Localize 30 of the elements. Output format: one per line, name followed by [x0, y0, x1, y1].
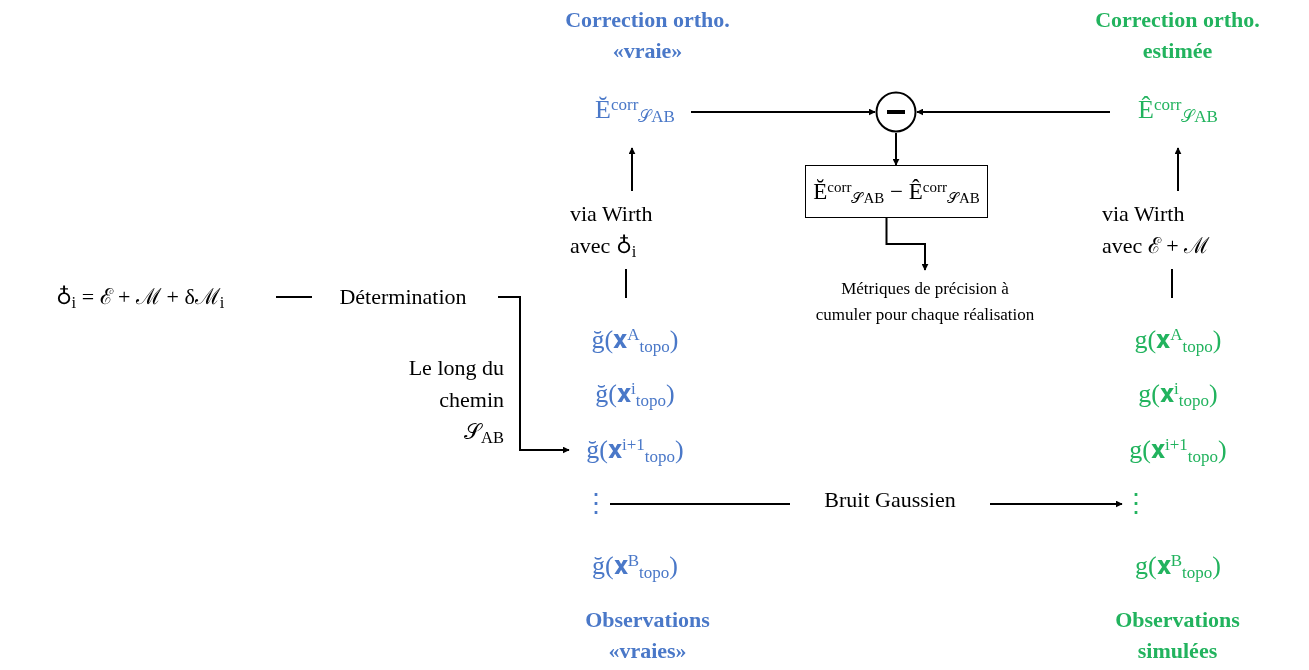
arrow [892, 132, 900, 166]
step-text: via Wirth avec ℰ + ℳ [1102, 197, 1242, 263]
minus-operator-circle [875, 91, 917, 133]
arrow [885, 217, 929, 271]
formula: g(𝐱$^{i}$$_{topo}$) [1118, 372, 1238, 416]
arrow [690, 108, 876, 116]
formula: g(𝐱$^{A}$$_{topo}$) [1118, 318, 1238, 362]
arrow [628, 147, 636, 192]
arrow [916, 108, 1111, 116]
column-heading: Correction ortho. «vraie» [564, 6, 731, 65]
formula: ğ(𝐱$^{A}$$_{topo}$) [575, 318, 695, 362]
vertical-ellipsis: ⋮ [584, 484, 608, 524]
column-heading: Correction ortho. estimée [1094, 6, 1261, 65]
formula: ğ(𝐱$^{B}$$_{topo}$) [575, 542, 695, 590]
column-heading: Observations simulées [1114, 606, 1241, 665]
formula: ğ(𝐱$^{i}$$_{topo}$) [575, 372, 695, 416]
step-text: Détermination [312, 280, 494, 314]
connector-line [1171, 268, 1173, 299]
column-heading: Observations «vraies» [584, 606, 711, 665]
connector-line [275, 296, 313, 298]
arrow [1174, 147, 1182, 192]
formula: g(𝐱$^{i+1}$$_{topo}$) [1118, 426, 1238, 474]
connector-line [625, 268, 627, 299]
formula: g(𝐱$^{B}$$_{topo}$) [1118, 542, 1238, 590]
equation: ♁$_{i}$ = ℰ + ℳ + δℳ$_{i}$ [4, 280, 276, 314]
arrow [497, 296, 570, 454]
formula: ğ(𝐱$^{i+1}$$_{topo}$) [575, 426, 695, 474]
step-text: via Wirth avec ♁$_{i}$ [570, 197, 688, 263]
metrics-note: Métriques de précision à cumuler pour chaque réalisation [805, 276, 1045, 352]
vertical-ellipsis: ⋮ [1124, 484, 1148, 524]
